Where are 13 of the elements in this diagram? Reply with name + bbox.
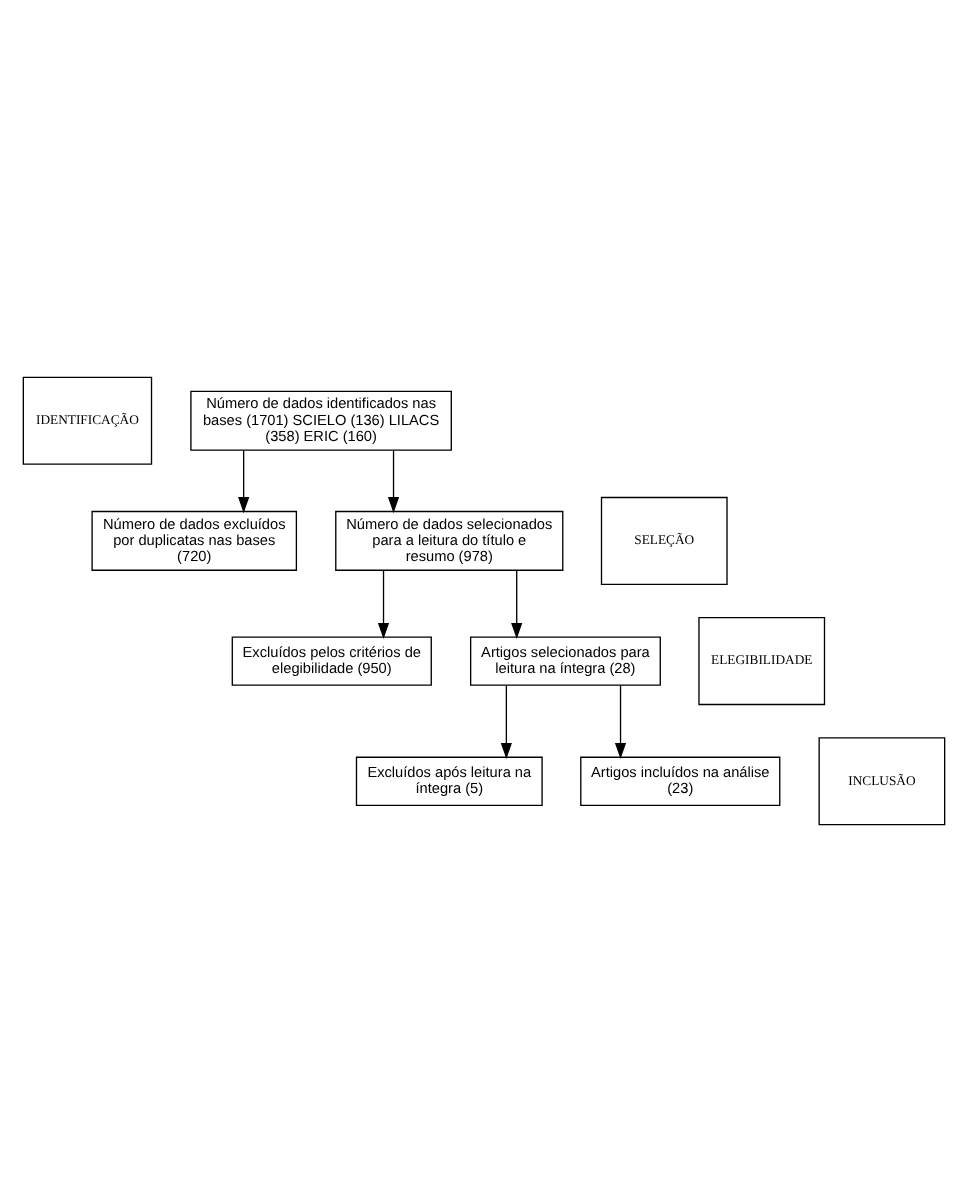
arrow [238, 449, 250, 514]
arrow [387, 449, 400, 514]
node-box: Excluídos após leitura na íntegra (5) [355, 756, 543, 806]
arrow [377, 569, 390, 639]
node-box: Artigos incluídos na análise (23) [580, 756, 781, 806]
arrow [511, 569, 523, 639]
arrow [614, 684, 627, 759]
node-box: Artigos selecionados para leitura na íntegra (28) [469, 636, 661, 686]
node-box: Excluídos pelos critérios de elegibilidade (950) [231, 636, 432, 686]
node-box: Número de dados identificados nas bases (1701) SCIELO (136) LILACS (358) ERIC (160) [190, 390, 452, 451]
node-box: Número de dados selecionados para a leitura do título e resumo (978) [335, 510, 564, 571]
arrow [500, 684, 512, 759]
node-box: Número de dados excluídos por duplicatas nas bases (720) [91, 510, 298, 571]
